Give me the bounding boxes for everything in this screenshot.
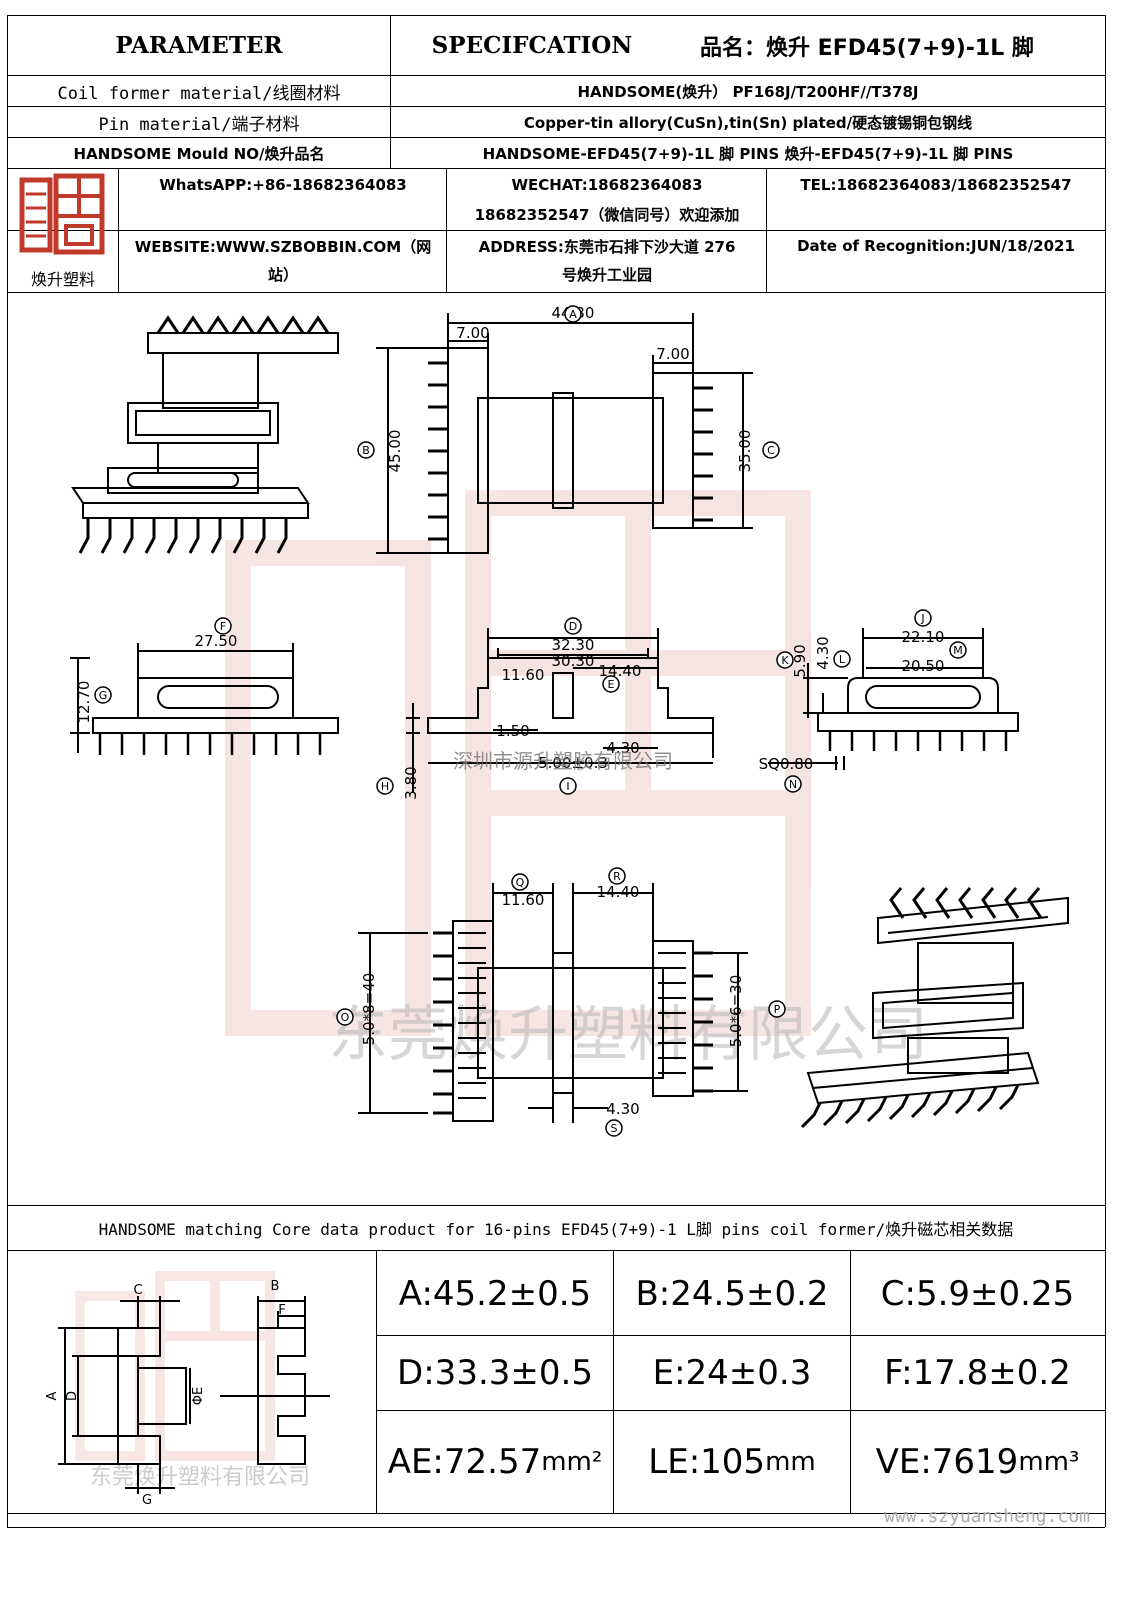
bottom-view [358, 883, 748, 1123]
whatsapp: WhatsAPP:+86-18682364083 [159, 176, 407, 194]
core-label-f: F [278, 1303, 285, 1318]
website-line2: 站） [267, 265, 298, 284]
dim-d2: 30.30 [552, 652, 595, 670]
core-label-c: C [133, 1283, 142, 1298]
technical-drawing: 东莞焕升塑料有限公司 [8, 293, 1104, 1203]
website-line1: WEBSITE:WWW.SZBOBBIN.COM（网 [134, 237, 432, 256]
dim-11-60-front: 11.60 [502, 666, 545, 684]
dim-g: 12.70 [75, 681, 93, 724]
dim-r: 14.40 [597, 883, 640, 901]
label-l: L [839, 653, 846, 666]
label-e: E [608, 678, 615, 691]
label-n: N [789, 778, 797, 791]
top-view [376, 313, 753, 554]
label-p: P [774, 1003, 781, 1016]
dim-o: 5.0*8=40 [360, 973, 378, 1046]
logo-caption: 焕升塑料 [30, 270, 95, 289]
label-h: H [381, 780, 389, 793]
dim-f: 27.50 [195, 632, 238, 650]
wechat-line2: 18682352547（微信同号）欢迎添加 [474, 205, 740, 224]
label-s: S [611, 1122, 618, 1135]
dim-c: 35.00 [736, 430, 754, 473]
dim-p: 5.0*6=30 [727, 975, 745, 1048]
core-value-d: D:33.3±0.5 [397, 1353, 593, 1393]
side-view-left [70, 643, 339, 755]
label-i: I [566, 780, 569, 793]
wechat-line1: WECHAT:18682364083 [511, 176, 703, 194]
dim-k: 5.90 [791, 644, 809, 677]
label-g: G [99, 689, 108, 702]
core-label-g: G [142, 1493, 152, 1508]
isometric-view-top [71, 315, 339, 554]
dim-d: 32.30 [552, 636, 595, 654]
label-r: R [613, 870, 621, 883]
address-line1: ADDRESS:东莞市石排下沙大道 276 [478, 237, 736, 256]
label-q: Q [516, 876, 525, 889]
core-label-b: B [271, 1279, 280, 1294]
label-d: D [569, 620, 577, 633]
recognition-date: Date of Recognition:JUN/18/2021 [797, 237, 1075, 255]
product-name: 品名：焕升 EFD45(7+9)-1L 脚 [700, 35, 1034, 61]
dim-m: 20.50 [902, 657, 945, 675]
mould-no-value: HANDSOME-EFD45(7+9)-1L 脚 PINS 焕升-EFD45(7… [482, 144, 1014, 163]
mould-no-label: HANDSOME Mould NO/焕升品名 [73, 144, 325, 163]
core-label-d: D [65, 1391, 80, 1401]
parameter-heading: PARAMETER [115, 32, 283, 59]
dim-i: 5.00±0.3 [538, 754, 608, 772]
isometric-view-bottom [800, 887, 1069, 1129]
core-value-c: C:5.9±0.25 [880, 1273, 1075, 1314]
core-watermark-logo-icon [75, 1271, 275, 1461]
label-j: J [920, 612, 924, 625]
core-watermark-text: 东莞焕升塑料有限公司 [90, 1465, 310, 1490]
dim-j: 22.10 [902, 628, 945, 646]
label-b: B [362, 444, 370, 457]
dim-4-30-front: 4.30 [606, 739, 639, 757]
address-line2: 号焕升工业园 [561, 265, 652, 284]
label-f: F [220, 620, 226, 633]
watermark-company: 东莞焕升塑料有限公司 [328, 1000, 928, 1070]
label-k: K [781, 654, 789, 667]
side-view-right [768, 628, 1019, 770]
dim-1-50: 1.50 [496, 722, 529, 740]
dim-s: 4.30 [606, 1100, 639, 1118]
core-label-e: ΦE [191, 1387, 206, 1405]
label-a: A [569, 308, 577, 321]
core-value-b: B:24.5±0.2 [635, 1273, 829, 1314]
dim-l: 4.30 [814, 636, 832, 669]
dim-n: SQ0.80 [759, 755, 814, 773]
core-value-e: E:24±0.3 [652, 1353, 812, 1393]
core-data-title: HANDSOME matching Core data product for … [98, 1220, 1014, 1239]
core-value-a: A:45.2±0.5 [398, 1273, 592, 1314]
logo-mark-icon [19, 173, 105, 255]
company-logo: 焕升塑料 [14, 172, 112, 289]
front-view [406, 628, 714, 793]
dim-e: 14.40 [599, 662, 642, 680]
core-diagram: 东莞焕升塑料有限公司 C B F A D ΦE G [20, 1256, 365, 1521]
dim-7-right: 7.00 [656, 345, 689, 363]
core-value-f: F:17.8±0.2 [884, 1353, 1071, 1393]
footer-url: www.szyuansheng.com [884, 1506, 1090, 1527]
label-m: M [953, 644, 963, 657]
dim-7-left: 7.00 [456, 324, 489, 342]
telephone: TEL:18682364083/18682352547 [800, 176, 1072, 194]
circled-labels [94, 305, 967, 1137]
pin-material-label: Pin material/端子材料 [98, 114, 300, 135]
label-c: C [767, 444, 775, 457]
label-o: O [341, 1011, 350, 1024]
dim-h: 3.80 [402, 766, 420, 799]
dim-q: 11.60 [502, 891, 545, 909]
watermark-center-text: 深圳市源升塑胶有限公司 [453, 749, 673, 773]
coil-material-value: HANDSOME(焕升） PF168J/T200HF//T378J [577, 82, 919, 101]
pin-material-value: Copper-tin allory(CuSn),tin(Sn) plated/硬… [523, 113, 973, 132]
dim-b: 45.00 [386, 430, 404, 473]
core-label-a: A [45, 1391, 60, 1400]
specification-heading: SPECIFCATION [431, 32, 633, 59]
coil-material-label: Coil former material/线圈材料 [57, 83, 341, 104]
